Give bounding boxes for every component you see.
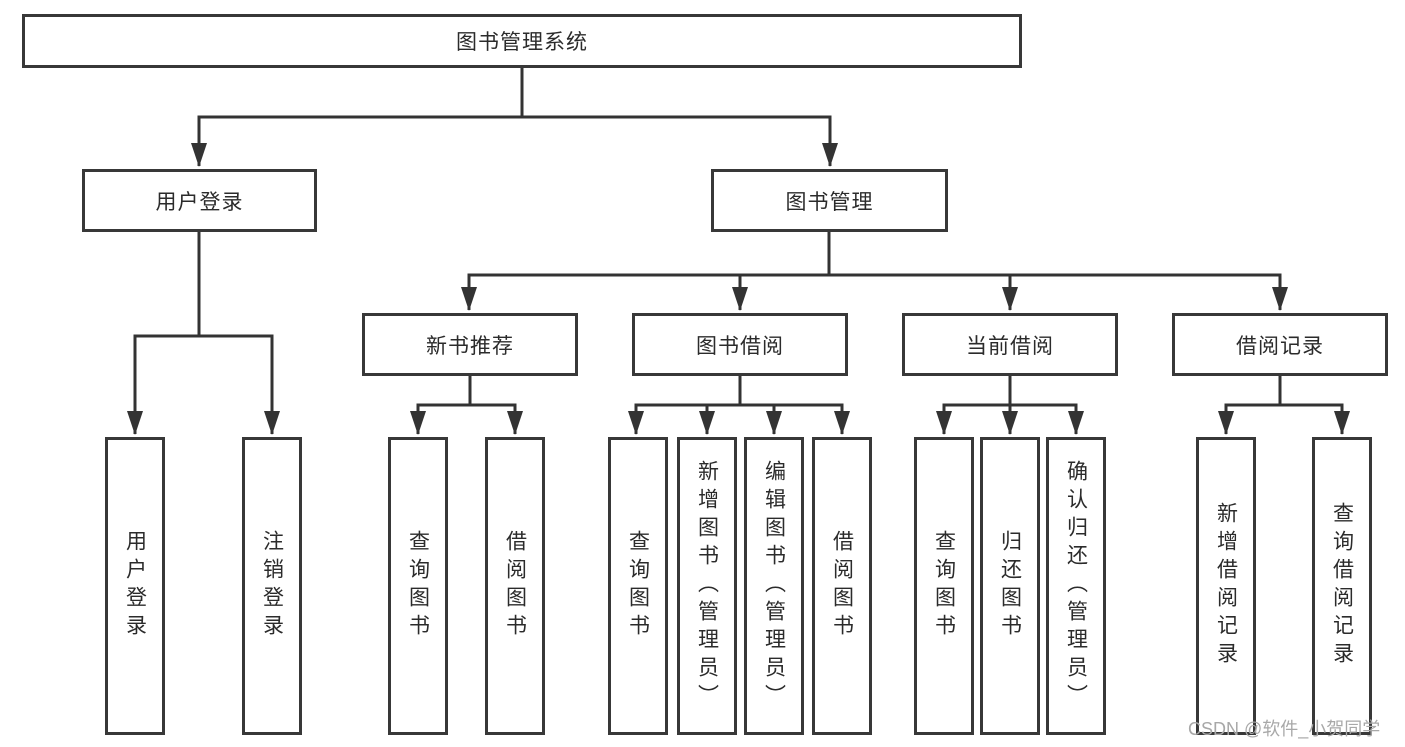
- leaf-label: 借阅图书: [503, 530, 527, 642]
- node-label: 新书推荐: [426, 334, 514, 358]
- node-borrow-records: 借阅记录: [1172, 313, 1388, 376]
- node-current-borrow: 当前借阅: [902, 313, 1118, 376]
- leaf-label: 新增图书（管理员）: [695, 460, 719, 712]
- node-book-borrow: 图书借阅: [632, 313, 848, 376]
- leaf-label: 新增借阅记录: [1214, 502, 1238, 670]
- leaf-label: 确认归还（管理员）: [1064, 460, 1088, 712]
- node-label: 借阅记录: [1236, 334, 1324, 358]
- leaf-label: 查询图书: [626, 530, 650, 642]
- leaf-add-borrow-record: 新增借阅记录: [1196, 437, 1256, 735]
- node-new-book-recommend: 新书推荐: [362, 313, 578, 376]
- leaf-query-current-book: 查询图书: [914, 437, 974, 735]
- leaf-label: 借阅图书: [830, 530, 854, 642]
- leaf-add-book-admin: 新增图书（管理员）: [677, 437, 737, 735]
- leaf-query-book: 查询图书: [608, 437, 668, 735]
- node-label: 图书借阅: [696, 334, 784, 358]
- leaf-query-borrow-record: 查询借阅记录: [1312, 437, 1372, 735]
- leaf-return-book: 归还图书: [980, 437, 1040, 735]
- leaf-label: 查询图书: [932, 530, 956, 642]
- leaf-user-login: 用户登录: [105, 437, 165, 735]
- leaf-confirm-return-admin: 确认归还（管理员）: [1046, 437, 1106, 735]
- leaf-label: 查询图书: [406, 530, 430, 642]
- node-label: 图书管理: [785, 190, 874, 214]
- leaf-borrow-book: 借阅图书: [812, 437, 872, 735]
- leaf-logout: 注销登录: [242, 437, 302, 735]
- node-label: 图书管理系统: [456, 31, 588, 54]
- leaf-label: 编辑图书（管理员）: [762, 460, 786, 712]
- leaf-label: 用户登录: [123, 530, 147, 642]
- leaf-label: 注销登录: [260, 530, 284, 642]
- node-label: 当前借阅: [966, 334, 1054, 358]
- leaf-borrow-book-recommend: 借阅图书: [485, 437, 545, 735]
- leaf-query-book-recommend: 查询图书: [388, 437, 448, 735]
- node-label: 用户登录: [155, 190, 244, 214]
- node-book-management: 图书管理: [711, 169, 948, 232]
- leaf-label: 查询借阅记录: [1330, 502, 1354, 670]
- leaf-label: 归还图书: [998, 530, 1022, 642]
- node-library-system: 图书管理系统: [22, 14, 1022, 68]
- leaf-edit-book-admin: 编辑图书（管理员）: [744, 437, 804, 735]
- node-user-login: 用户登录: [82, 169, 317, 232]
- csdn-watermark: CSDN @软件_小贺同学: [1188, 719, 1381, 739]
